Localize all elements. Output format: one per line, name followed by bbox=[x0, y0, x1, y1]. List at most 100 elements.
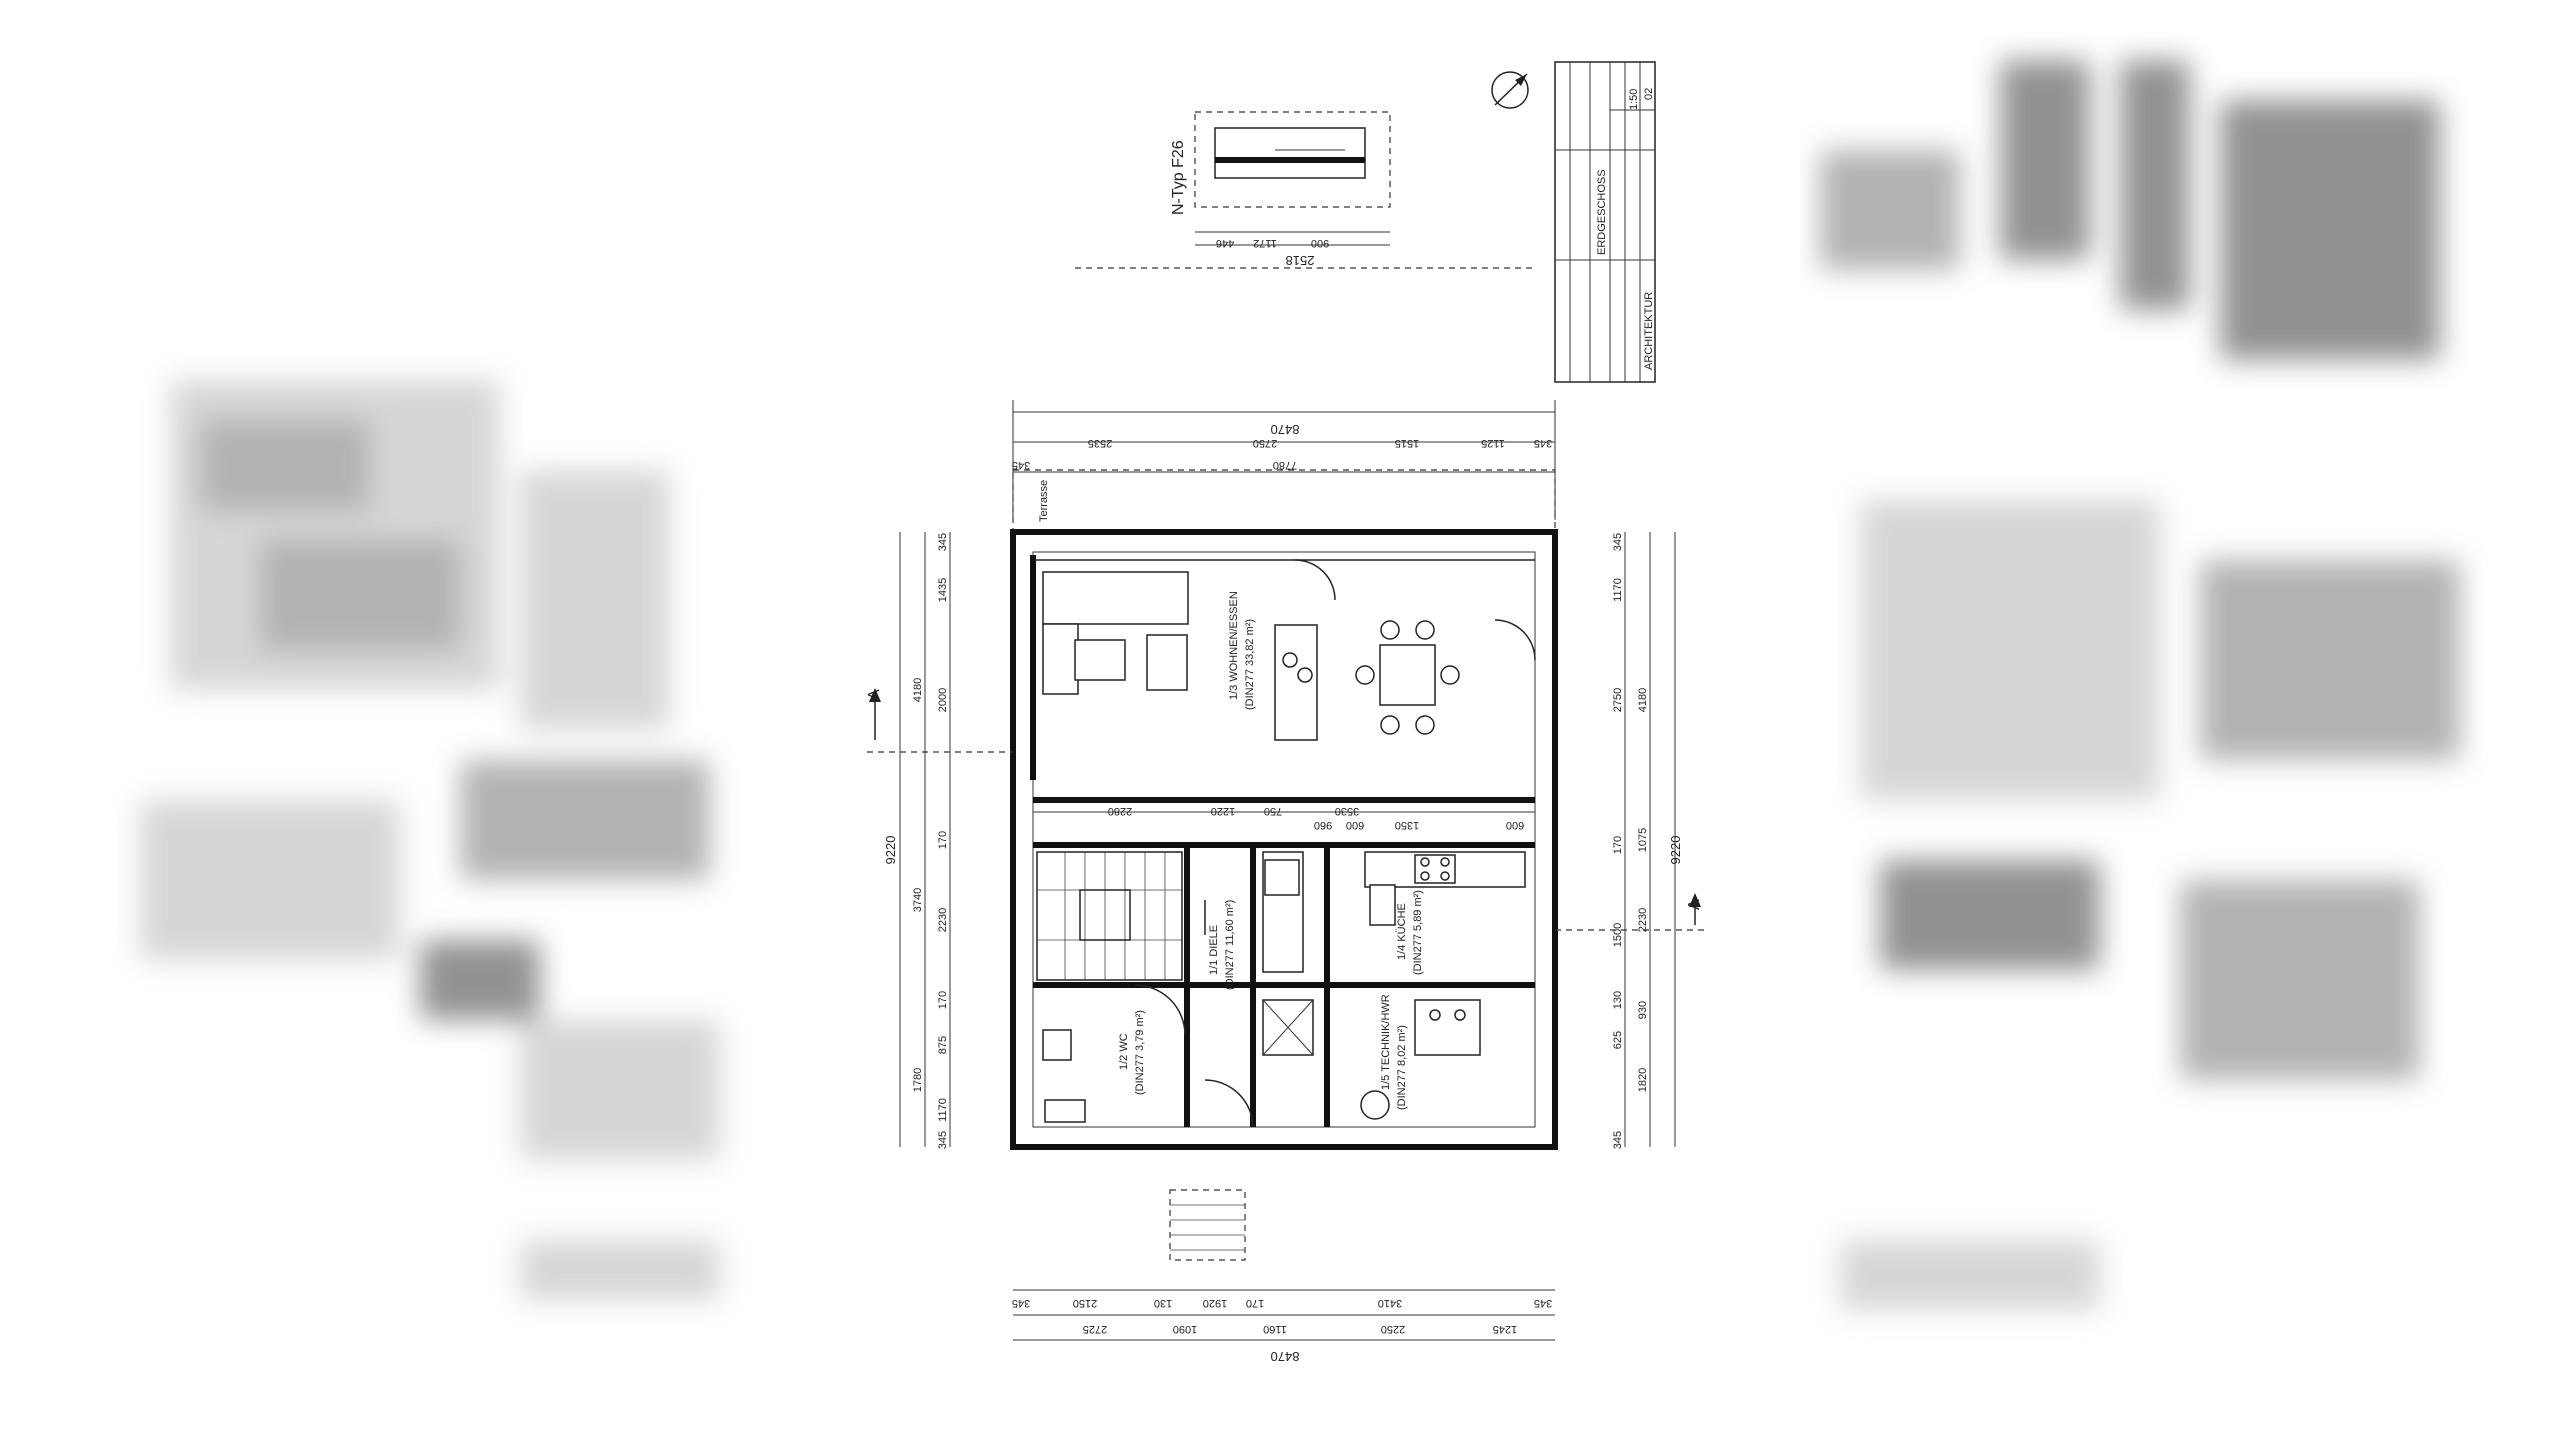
kitchen-island-icon bbox=[1274, 624, 1318, 741]
blurred-background-right bbox=[1800, 0, 2560, 1440]
dim-label: 625 bbox=[1612, 1031, 1624, 1049]
dim-label: 750 bbox=[1264, 805, 1282, 817]
dim-label: 600 bbox=[1346, 819, 1364, 831]
dim-label: 8470 bbox=[1271, 1349, 1300, 1364]
scale-label: 1:50 bbox=[1628, 89, 1640, 110]
wc: 1/2 WC (DIN277 3,79 m²) bbox=[1042, 984, 1186, 1123]
terrace-outline bbox=[1012, 469, 1556, 533]
detail-dim-total: 2518 bbox=[1286, 253, 1315, 268]
entrance-steps bbox=[1169, 1189, 1246, 1261]
detail-dim: 900 bbox=[1311, 237, 1329, 249]
blurred-background-left bbox=[0, 0, 775, 1440]
dimension-chain-top: 8470 345 2535 2750 1515 1125 345 7780 bbox=[1012, 400, 1556, 520]
dim-label: 8470 bbox=[1271, 422, 1300, 437]
dim-label: 1220 bbox=[1211, 805, 1235, 817]
discipline-label: ARCHITEKTUR bbox=[1643, 292, 1655, 370]
dim-label: 1160 bbox=[1263, 1323, 1287, 1335]
room-area-wc: (DIN277 3,79 m²) bbox=[1134, 1010, 1146, 1095]
dim-label: 2750 bbox=[1612, 688, 1624, 712]
room-name-kitchen: 1/4 KÜCHE bbox=[1396, 903, 1408, 960]
dim-label: 1170 bbox=[937, 1098, 949, 1122]
dim-label: 345 bbox=[1534, 437, 1552, 449]
dim-label: 2725 bbox=[1083, 1323, 1107, 1335]
n-typ-label: N-Typ F26 bbox=[1170, 140, 1187, 215]
dining-table-icon bbox=[1379, 644, 1436, 706]
dim-label: 345 bbox=[937, 1131, 949, 1149]
dimension-chain-bottom: 345 2150 130 1920 170 3410 345 2725 1090… bbox=[1012, 1289, 1555, 1364]
room-area-hall: (DIN277 11,60 m²) bbox=[1224, 900, 1236, 990]
interior-walls bbox=[1030, 555, 1535, 1127]
dim-label: 4180 bbox=[912, 678, 924, 702]
floor-plan-sheet: N-Typ F26 2518 900 1172 446 ERDGESCHOSS … bbox=[775, 0, 1800, 1440]
dim-label: 2535 bbox=[1088, 437, 1112, 449]
room-area-kitchen: (DIN277 5,89 m²) bbox=[1412, 890, 1424, 975]
dim-label: 1435 bbox=[937, 578, 949, 602]
sheet-number: 02 bbox=[1643, 88, 1655, 100]
section-marker-left: A bbox=[866, 688, 1013, 753]
dim-label: 3530 bbox=[1335, 805, 1359, 817]
dim-label: 170 bbox=[937, 991, 949, 1009]
room-name-living: 1/3 WOHNEN/ESSEN bbox=[1228, 591, 1240, 700]
door-swing-icon bbox=[1134, 984, 1186, 1036]
room-name-hall: 1/1 DIELE bbox=[1208, 925, 1220, 975]
dim-label: 130 bbox=[1154, 1297, 1172, 1309]
north-arrow-icon bbox=[1491, 71, 1529, 109]
section-label: A bbox=[1686, 899, 1703, 910]
dim-label: 1500 bbox=[1612, 923, 1624, 947]
dim-label: 2280 bbox=[1108, 805, 1132, 817]
dim-label: 2250 bbox=[1381, 1323, 1405, 1335]
door-swing-icon bbox=[1294, 559, 1336, 601]
dim-label: 9220 bbox=[1668, 836, 1683, 865]
floor-plan-drawing: N-Typ F26 2518 900 1172 446 ERDGESCHOSS … bbox=[866, 61, 1705, 1364]
dim-label: 9220 bbox=[883, 836, 898, 865]
detail-dim: 1172 bbox=[1253, 237, 1277, 249]
dim-label: 960 bbox=[1314, 819, 1332, 831]
dim-label: 1820 bbox=[1637, 1068, 1649, 1092]
terrace-label: Terrasse bbox=[1038, 480, 1050, 522]
dim-label: 3740 bbox=[912, 888, 924, 912]
dim-label: 2230 bbox=[937, 908, 949, 932]
dim-label: 345 bbox=[1612, 533, 1624, 551]
dim-label: 345 bbox=[1012, 459, 1030, 471]
kitchen: 1/4 KÜCHE (DIN277 5,89 m²) bbox=[1262, 851, 1526, 975]
stove-icon bbox=[1414, 854, 1456, 884]
dim-label: 170 bbox=[1612, 836, 1624, 854]
dim-label: 1090 bbox=[1173, 1323, 1197, 1335]
staircase bbox=[1036, 851, 1183, 981]
section-marker-right: A bbox=[1555, 893, 1705, 931]
dim-label: 345 bbox=[1534, 1297, 1552, 1309]
dim-label: 2000 bbox=[937, 688, 949, 712]
interior-dimension-row: 2280 1220 750 3530 960 600 1350 600 bbox=[1033, 805, 1535, 831]
living-dining-room: 1/3 WOHNEN/ESSEN (DIN277 33,82 m²) bbox=[1042, 559, 1536, 741]
dim-label: 2150 bbox=[1073, 1297, 1097, 1309]
cooktop-icon bbox=[1264, 859, 1300, 896]
sink-icon bbox=[1369, 884, 1396, 926]
dim-label: 1125 bbox=[1481, 437, 1505, 449]
dimension-chain-left: 9220 4180 3740 345 1435 2000 170 2230 17… bbox=[883, 532, 951, 1149]
dim-label: 1920 bbox=[1203, 1297, 1227, 1309]
dim-label: 2230 bbox=[1637, 908, 1649, 932]
door-swing-icon bbox=[1494, 619, 1536, 661]
toilet-icon bbox=[1042, 1029, 1072, 1061]
dim-label: 1515 bbox=[1395, 437, 1419, 449]
dim-label: 1245 bbox=[1493, 1323, 1517, 1335]
dim-label: 600 bbox=[1506, 819, 1524, 831]
room-area-storage: (DIN277 8,02 m²) bbox=[1396, 1025, 1408, 1110]
washing-machine-icon bbox=[1360, 1090, 1390, 1120]
wash-basin-icon bbox=[1044, 1099, 1086, 1123]
dim-label: 1170 bbox=[1612, 578, 1624, 602]
window-type-detail: N-Typ F26 2518 900 1172 446 bbox=[1170, 111, 1391, 268]
section-label: A bbox=[866, 689, 883, 700]
dim-label: 345 bbox=[1012, 1297, 1030, 1309]
dim-label: 4180 bbox=[1637, 688, 1649, 712]
dim-label: 130 bbox=[1612, 991, 1624, 1009]
dim-label: 1350 bbox=[1395, 819, 1419, 831]
dim-label: 170 bbox=[1246, 1297, 1264, 1309]
dim-label: 345 bbox=[1612, 1131, 1624, 1149]
door-swing-icon bbox=[1204, 1079, 1254, 1128]
dim-label: 2750 bbox=[1253, 437, 1277, 449]
dimension-chain-right: 9220 345 1170 2750 170 1500 130 625 1820… bbox=[1612, 532, 1683, 1149]
room-name-storage: 1/5 TECHNIK/HWR bbox=[1380, 994, 1392, 1090]
dim-label: 1780 bbox=[912, 1068, 924, 1092]
dim-label: 3410 bbox=[1378, 1297, 1402, 1309]
